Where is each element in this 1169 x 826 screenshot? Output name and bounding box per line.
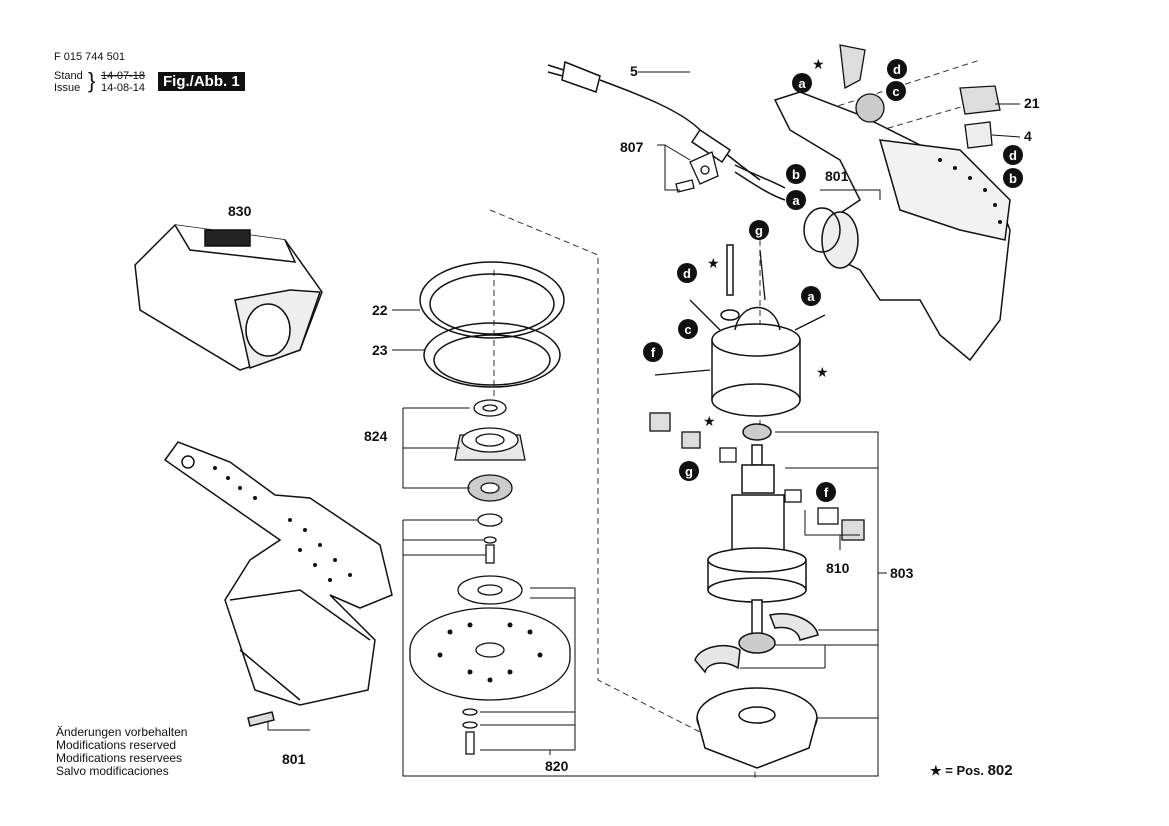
dust-filter-rings: [419, 261, 565, 388]
cord-clamp: [675, 151, 719, 193]
note-fr: Modifications reservees: [56, 751, 183, 765]
bearing-assembly-824: [454, 399, 526, 502]
label-leaders: [392, 71, 1021, 351]
label-4: 4: [1024, 128, 1032, 144]
document-number: F 015 744 501: [54, 51, 125, 63]
star-marker-2: ★: [707, 255, 720, 271]
legend-number: 802: [987, 762, 1013, 779]
callout-c-2: c: [678, 319, 698, 339]
svg-text:d: d: [1009, 148, 1017, 163]
legend-text: = Pos.: [945, 763, 984, 778]
sanding-pad-holes: [437, 622, 543, 683]
svg-text:b: b: [792, 167, 800, 182]
callout-g-1: g: [749, 220, 769, 240]
housing-half-right: [773, 91, 1011, 362]
field-winding: [711, 244, 801, 417]
callout-g-2: g: [679, 461, 699, 481]
callout-b-2: b: [1003, 168, 1023, 188]
field-wires: [654, 249, 826, 376]
stand-label: Stand: [54, 70, 83, 82]
label-810: 810: [826, 560, 850, 576]
cap-830: [134, 224, 323, 371]
label-803: 803: [890, 565, 914, 581]
housing-half-left: [163, 441, 393, 727]
svg-text:a: a: [807, 289, 815, 304]
svg-text:g: g: [755, 223, 763, 238]
callout-d-3: d: [677, 263, 697, 283]
star-marker-3: ★: [816, 364, 829, 380]
power-cord: [547, 60, 786, 201]
label-830: 830: [228, 203, 252, 219]
callout-f-1: f: [643, 342, 663, 362]
housing-right-vent-holes: [938, 158, 1002, 224]
note-de: Änderungen vorbehalten: [56, 725, 188, 739]
label-23: 23: [372, 342, 388, 358]
label-22: 22: [372, 302, 388, 318]
star-legend: ★ = Pos. 802: [930, 762, 1013, 779]
svg-text:d: d: [893, 62, 901, 77]
label-824: 824: [364, 428, 388, 444]
callout-a-1: a: [786, 190, 806, 210]
label-801-right: 801: [825, 168, 849, 184]
svg-text:d: d: [683, 266, 691, 281]
fan: [696, 687, 818, 769]
armature-803: [694, 423, 819, 674]
star-marker-1: ★: [812, 56, 825, 72]
label-807: 807: [620, 139, 644, 155]
label-21: 21: [1024, 95, 1040, 111]
stand-date: 14-07-18: [101, 70, 146, 82]
svg-text:f: f: [824, 485, 829, 500]
note-es: Salvo modificaciones: [56, 764, 169, 778]
callout-f-2: f: [816, 482, 836, 502]
callout-d-2: d: [1003, 145, 1023, 165]
housing-ventilation-holes: [213, 466, 352, 582]
note-en: Modifications reserved: [56, 738, 177, 752]
sanding-pad-820: [409, 513, 571, 755]
figure-label: Fig./Abb. 1: [158, 72, 245, 91]
svg-text:a: a: [798, 76, 806, 91]
svg-text:c: c: [684, 322, 691, 337]
issue-date: 14-08-14: [101, 82, 146, 94]
callout-b-1: b: [786, 164, 806, 184]
callout-c-1: c: [886, 81, 906, 101]
svg-text:c: c: [892, 84, 899, 99]
legend-star: ★: [930, 763, 942, 778]
date-brace: }: [88, 68, 96, 93]
label-801-left: 801: [282, 751, 306, 767]
svg-text:g: g: [685, 464, 693, 479]
callout-a-3: a: [801, 286, 821, 306]
issue-label: Issue: [54, 82, 81, 94]
reference-brackets: [267, 144, 887, 777]
svg-text:b: b: [1009, 171, 1017, 186]
modification-notes: Änderungen vorbehalten Modifications res…: [56, 726, 187, 778]
callout-d-1: d: [887, 59, 907, 79]
label-5: 5: [630, 63, 638, 79]
star-marker-4: ★: [703, 413, 716, 429]
switch-parts: [839, 44, 1001, 149]
svg-text:f: f: [651, 345, 656, 360]
svg-text:a: a: [792, 193, 800, 208]
label-820: 820: [545, 758, 569, 774]
callout-a-2: a: [792, 73, 812, 93]
